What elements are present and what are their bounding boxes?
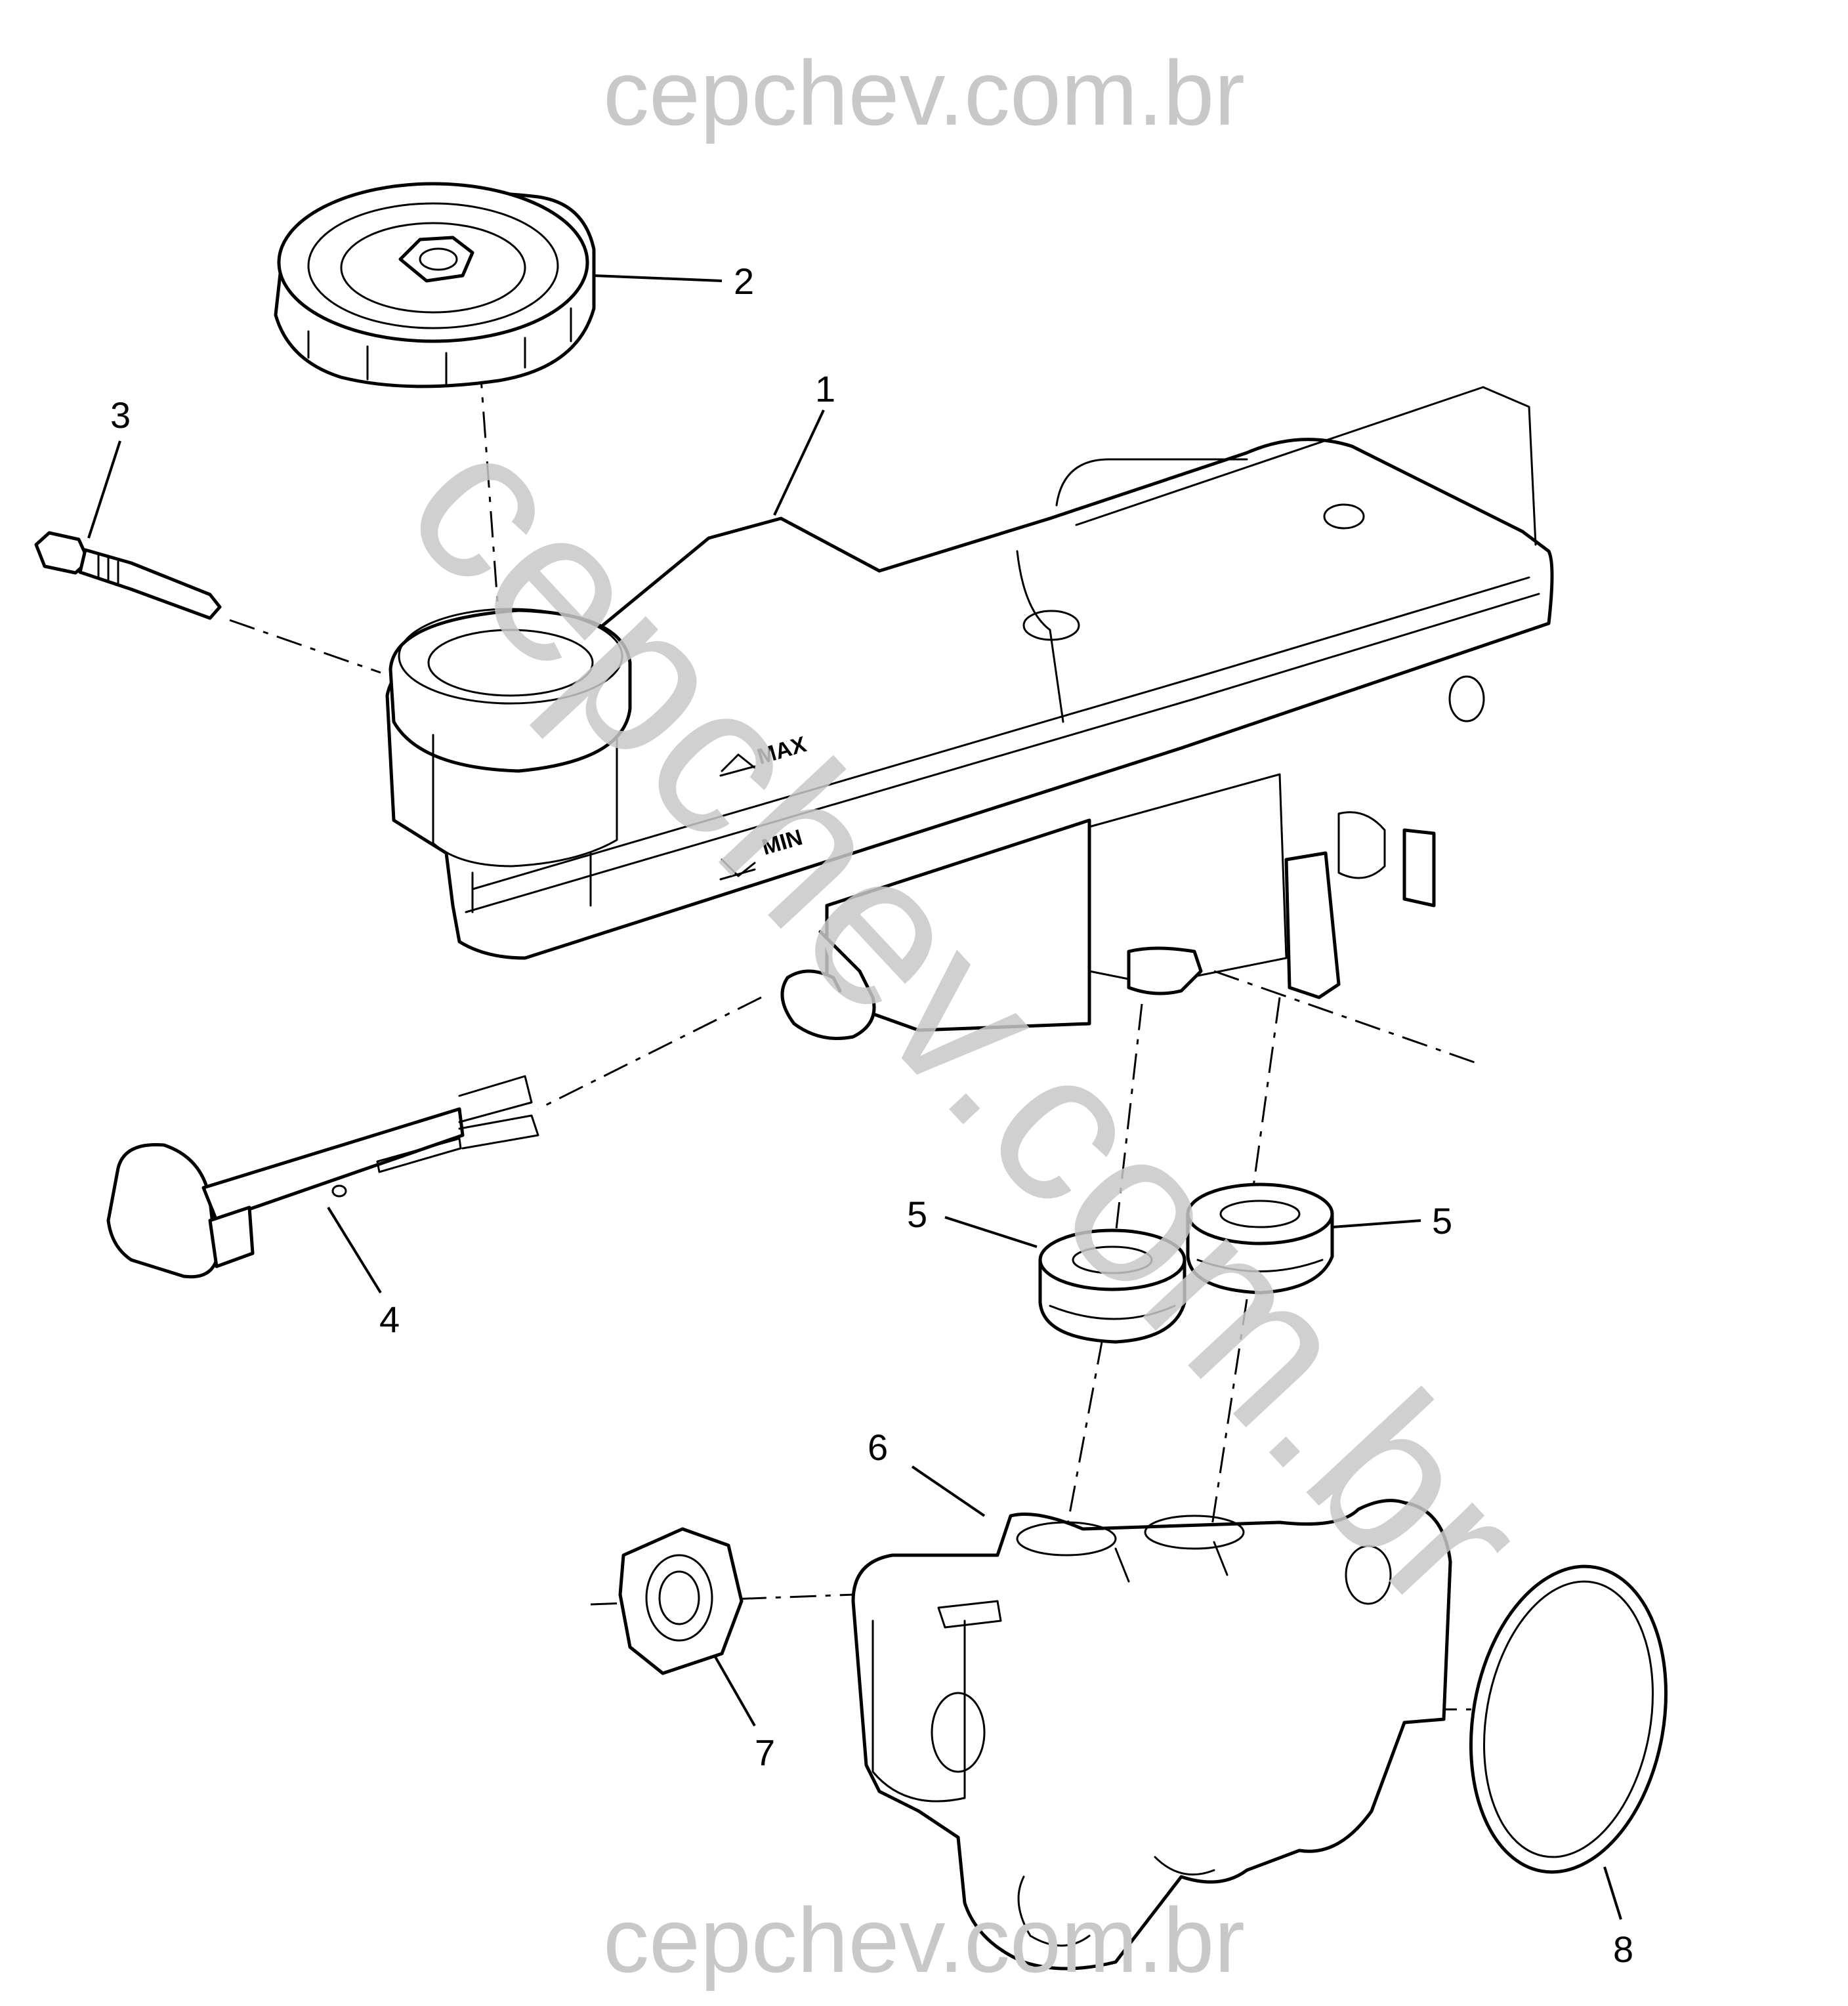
callout-4: 4 [379, 1299, 400, 1340]
bolt [34, 531, 222, 620]
callout-labels: 1 2 3 4 5 5 6 7 8 [110, 261, 1633, 1970]
fluid-level-sensor [106, 1075, 539, 1279]
grommet-right [1186, 1182, 1334, 1295]
callout-1: 1 [815, 368, 835, 409]
leader-lines [87, 274, 1622, 1920]
callout-6: 6 [868, 1427, 888, 1468]
seal-ring [1469, 1564, 1668, 1874]
callout-8: 8 [1613, 1929, 1633, 1970]
master-cylinder-reservoir [385, 386, 1554, 1040]
watermark-top: cepchev.com.br [603, 41, 1245, 144]
watermark-bottom: cepchev.com.br [603, 1889, 1245, 1992]
nut [618, 1527, 744, 1675]
reservoir-cap [274, 182, 596, 388]
master-cylinder-body [851, 1499, 1452, 1971]
callout-5-left: 5 [907, 1194, 927, 1235]
callout-5-right: 5 [1432, 1200, 1452, 1242]
callout-3: 3 [110, 394, 131, 436]
callout-7: 7 [755, 1732, 775, 1773]
callout-2: 2 [734, 261, 754, 302]
grommet-left [1038, 1228, 1186, 1344]
